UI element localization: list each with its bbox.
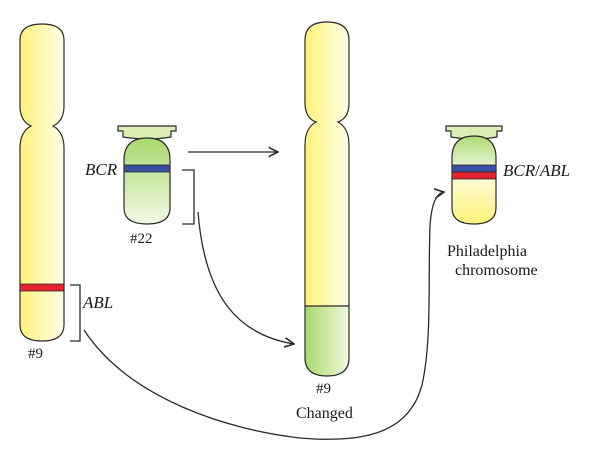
fusion-abl-band bbox=[451, 171, 497, 180]
chromosome-22-label: #22 bbox=[130, 231, 153, 247]
bcr-bracket bbox=[182, 169, 195, 225]
chromosome-22-body bbox=[123, 137, 171, 225]
philadelphia-label-line1: Philadelphia bbox=[447, 243, 527, 260]
bcr-abl-label: BCR/ABL bbox=[503, 161, 570, 180]
chromosome-9-body bbox=[19, 23, 65, 342]
arrow-bcr-to-changed-9 bbox=[197, 211, 294, 344]
fusion-bcr-band bbox=[451, 164, 497, 173]
abl-band bbox=[19, 283, 65, 292]
philadelphia-outline bbox=[451, 135, 497, 225]
changed-label: Changed bbox=[296, 405, 353, 422]
abl-bracket bbox=[70, 284, 81, 342]
chromosome-9-original: ABL #9 bbox=[19, 23, 113, 362]
chromosome-22-original: BCR #22 bbox=[85, 125, 195, 247]
philadelphia-label-line2: chromosome bbox=[455, 262, 538, 279]
chromosome-22-cap bbox=[117, 125, 177, 140]
chromosome-9-changed: #9 Changed bbox=[296, 21, 353, 422]
abl-label: ABL bbox=[82, 293, 113, 312]
chromosome-9-changed-upper bbox=[305, 22, 349, 308]
bcr-band bbox=[123, 164, 171, 173]
arrow-abl-to-philadelphia bbox=[83, 192, 444, 440]
chromosome-9-changed-lower bbox=[305, 306, 349, 376]
chromosome-9-changed-outline bbox=[304, 21, 350, 377]
philadelphia-chromosome: BCR/ABL Philadelphia chromosome bbox=[445, 125, 570, 279]
bcr-label: BCR bbox=[85, 160, 118, 179]
philadelphia-lower bbox=[452, 172, 496, 224]
changed-chromosome-9-label: #9 bbox=[316, 381, 331, 397]
chromosome-9-label: #9 bbox=[28, 346, 43, 362]
